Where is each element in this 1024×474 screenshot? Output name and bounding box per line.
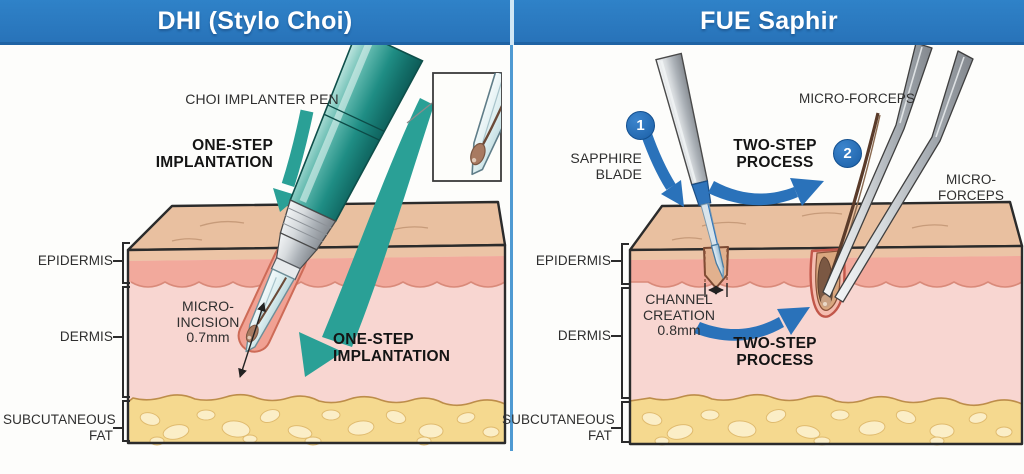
right-panel-header: FUE Saphir xyxy=(514,0,1024,45)
step2-badge: 2 xyxy=(833,139,862,168)
dermis-bracket xyxy=(621,287,629,399)
epidermis-label-right: EPIDERMIS xyxy=(535,253,611,268)
micro-forceps-label-right: MICRO- FORCEPS xyxy=(938,172,1004,203)
header-divider xyxy=(510,0,514,45)
epidermis-label-left: EPIDERMIS xyxy=(37,253,113,268)
subcutaneous-fat-label-left: SUBCUTANEOUS FAT xyxy=(3,412,116,443)
left-panel-header: DHI (Stylo Choi) xyxy=(0,0,510,45)
skin-top-surface xyxy=(628,200,1024,252)
subcutaneous-fat-layer xyxy=(127,393,506,444)
one-step-implantation-label-bottom: ONE-STEP IMPLANTATION xyxy=(333,331,451,365)
two-step-arrow-bottom xyxy=(694,307,810,341)
choi-implanter-pen-label: CHOI IMPLANTER PEN xyxy=(185,91,339,107)
needle-tip-closeup xyxy=(470,73,501,176)
subcutaneous-fat-layer xyxy=(629,393,1023,445)
layer-brackets-left xyxy=(113,242,130,442)
right-panel-title: FUE Saphir xyxy=(700,6,838,35)
incision-measurement-arrow xyxy=(238,302,266,378)
sapphire-blade xyxy=(655,52,725,279)
fat-lobules xyxy=(641,409,1013,446)
header-bar: DHI (Stylo Choi) FUE Saphir xyxy=(0,0,1024,45)
dermis-bracket xyxy=(122,286,130,398)
micro-forceps-label-top: MICRO-FORCEPS xyxy=(798,91,916,106)
layer-brackets-right xyxy=(611,243,629,443)
sapphire-blade-label: SAPPHIRE BLADE xyxy=(570,150,642,182)
epidermis-bracket xyxy=(122,242,130,284)
epidermis-bracket xyxy=(621,243,629,285)
two-step-arrow-top xyxy=(708,178,824,206)
skin-cross-section-left xyxy=(126,200,507,446)
inset-leader-line xyxy=(406,102,433,124)
micro-incision-label: MICRO- INCISION 0.7mm xyxy=(176,298,240,345)
fat-bracket xyxy=(621,401,629,443)
dermis-label-right: DERMIS xyxy=(557,328,611,343)
skin-wrinkles xyxy=(671,212,949,241)
dhi-illustration xyxy=(113,45,507,446)
dermis-layer xyxy=(630,246,1022,444)
implantation-arrow-down xyxy=(299,98,434,377)
epidermis-band xyxy=(128,256,505,287)
subcutaneous-fat-label-right: SUBCUTANEOUS FAT xyxy=(502,412,615,443)
step1-arrow xyxy=(640,131,684,207)
dermis-label-left: DERMIS xyxy=(59,329,113,344)
two-step-process-label-top: TWO-STEP PROCESS xyxy=(733,137,817,171)
channel-creation-label: CHANNEL CREATION 0.8mm xyxy=(642,291,716,338)
fat-bracket xyxy=(122,400,130,442)
left-panel-title: DHI (Stylo Choi) xyxy=(157,6,353,35)
fue-illustration xyxy=(611,45,1024,446)
micro-forceps xyxy=(822,45,974,303)
step1-badge: 1 xyxy=(626,111,655,140)
panel-divider-line xyxy=(510,45,513,451)
two-step-process-label-bottom: TWO-STEP PROCESS xyxy=(733,335,817,369)
fat-lobules xyxy=(139,409,500,446)
one-step-implantation-label-top: ONE-STEP IMPLANTATION xyxy=(155,137,273,171)
